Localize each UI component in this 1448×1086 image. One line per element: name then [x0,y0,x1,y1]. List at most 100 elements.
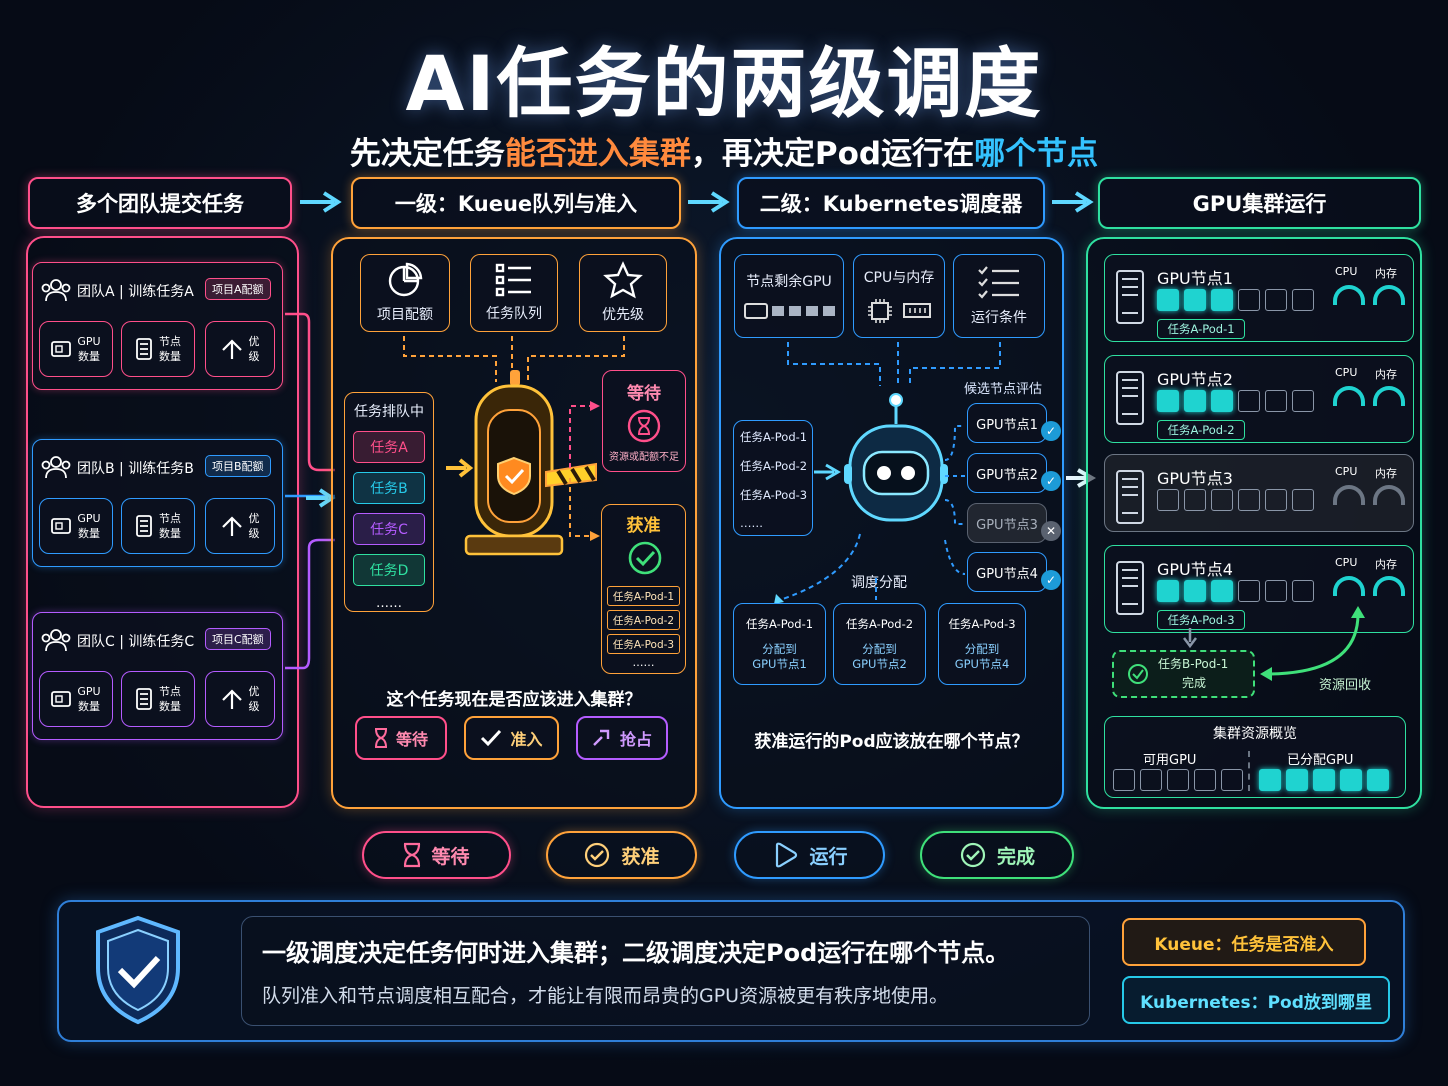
queued-task: 任务C [353,513,425,545]
server-icon [136,688,152,710]
summary-line-1: 一级调度决定任务何时进入集群；二级调度决定Pod运行在哪个节点。 [262,939,1010,967]
memory-icon [903,303,931,318]
check-badge-icon: ✓ [1041,471,1061,491]
team-icon [41,279,71,302]
wait-button[interactable]: 等待 [355,716,447,760]
state-wait: 等待 [362,831,511,879]
state-running: 运行 [734,831,885,879]
cpu-gauge-icon [1333,386,1365,406]
admitted-pod: 任务A-Pod-3 [607,634,680,654]
reclaim-label: 资源回收 [1319,678,1372,693]
team-node-item: 节点数量 [121,498,195,554]
gpu-slots [1157,489,1319,511]
arrow-right-icon [300,191,342,213]
team-prio-item: 优级 [205,321,275,377]
server-icon [136,515,152,537]
preempt-button[interactable]: 抢占 [576,716,668,760]
arrow-right-icon [688,191,730,213]
pod-item: …… [740,516,763,530]
assign-title: 调度分配 [851,575,907,591]
cpu-gauge-icon [1333,485,1365,505]
node-gpu-card: 节点剩余GPU [734,254,844,338]
memory-gauge-icon [1373,285,1405,305]
gpu-icons [743,301,835,321]
team-node-item: 节点数量 [121,671,195,727]
memory-gauge-icon [1373,576,1405,596]
team-icon [41,456,71,479]
allocated-gpus [1259,769,1394,791]
admitted-pod: 任务A-Pod-2 [607,610,680,630]
state-complete: 完成 [920,831,1074,879]
k8s-question: 获准运行的Pod应该放在哪个节点？ [754,732,1029,752]
server-icon [1116,561,1144,615]
quota-card: 项目配额 [360,254,450,332]
check-circle-icon [628,541,662,575]
server-icon [1116,270,1144,324]
hourglass-icon [374,728,387,748]
candidate-node: GPU节点4 [967,552,1047,592]
admitted-pod: 任务A-Pod-1 [607,586,680,606]
candidate-node: GPU节点2 [967,453,1047,493]
gpu-node: GPU节点1 CPU 内存 任务A-Pod-1 [1104,254,1414,342]
team-prio-item: 优级 [205,671,275,727]
pod-item: 任务A-Pod-1 [740,430,808,444]
server-icon [136,338,152,360]
pod-item: 任务A-Pod-3 [740,488,808,502]
gpu-node: GPU节点3 CPU 内存 [1104,454,1414,532]
gpu-icon [51,341,72,357]
cpu-gauge-icon [1333,576,1365,596]
arrow-right-icon [1052,191,1094,213]
gpu-node: GPU节点2 CPU 内存 任务A-Pod-2 [1104,355,1414,443]
candidate-node: GPU节点3 [967,503,1047,543]
priority-card: 优先级 [579,254,667,332]
server-icon [1116,470,1144,524]
running-pod: 任务A-Pod-2 [1157,420,1245,440]
star-icon [603,261,643,299]
admitted-more: …… [632,656,655,669]
conditions-card: 运行条件 [953,254,1045,338]
gpu-slots [1157,390,1319,412]
flow-lines [787,342,1001,386]
kubernetes-tag: Kubernetes：Pod放到哪里 [1122,976,1390,1024]
cpu-icon [868,299,892,323]
kueue-question: 这个任务现在是否应该进入集群？ [386,690,642,710]
gpu-icon [51,691,72,707]
queued-task: 任务D [353,554,425,586]
memory-gauge-icon [1373,386,1405,406]
admit-button[interactable]: 准入 [464,716,559,760]
queue-card: 任务队列 [470,254,558,332]
cross-badge-icon: ✕ [1041,521,1061,541]
stage-header-teams: 多个团队提交任务 [28,177,292,229]
check-badge-icon: ✓ [1041,570,1061,590]
check-icon [481,729,502,747]
candidate-node: GPU节点1 [967,403,1047,443]
server-icon [1116,371,1144,425]
gpu-icon [744,303,768,319]
running-pod: 任务A-Pod-3 [1157,610,1245,630]
cpu-mem-card: CPU与内存 [853,254,945,338]
stage-header-kueue: 一级：Kueue队列与准入 [351,177,681,229]
quota-badge: 项目A配额 [205,278,271,300]
candidate-title: 候选节点评估 [964,382,1043,397]
team-icon [41,629,71,652]
candidate-connectors [944,425,966,575]
check-circle-icon [1128,664,1148,684]
branch-arrows [569,401,600,541]
stage-header-k8s: 二级：Kubernetes调度器 [737,177,1045,229]
team-node-item: 节点数量 [121,321,195,377]
arrow-right-icon [814,463,841,481]
check-badge-icon: ✓ [1041,421,1061,441]
assign-lines [774,533,877,604]
memory-gauge-icon [1373,485,1405,505]
quota-badge: 项目B配额 [205,455,271,477]
